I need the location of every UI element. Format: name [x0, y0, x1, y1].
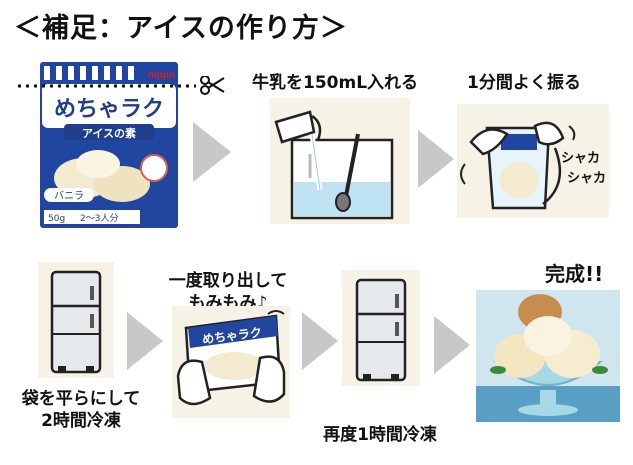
package-name-top: めちゃラク [54, 97, 164, 122]
pour-milk-illustration [270, 98, 410, 224]
knead-bag-illustration: めちゃラク [172, 306, 290, 418]
step-freeze1-line1: 袋を平らにして [21, 389, 141, 409]
package-flavor: バニラ [54, 190, 84, 202]
package-servings: 2〜3人分 [80, 213, 118, 224]
arrow-icon [418, 130, 454, 188]
arrow-icon [434, 316, 470, 374]
step-freeze1-line2: 2時間冷凍 [41, 411, 121, 431]
step-done-label: 完成!! [545, 262, 604, 286]
page-title: ＜補足：アイスの作り方＞ [14, 13, 348, 44]
step-pour-label: 牛乳を150mL入れる [252, 73, 419, 93]
freezer-illustration-2 [342, 270, 420, 386]
package-name-bottom: アイスの素 [82, 126, 136, 140]
package-weight: 50g [48, 214, 65, 224]
cut-line [18, 76, 225, 95]
sound-effect-line2: シャカ [567, 171, 606, 186]
arrow-icon [302, 312, 338, 370]
scissors-icon [200, 76, 225, 95]
shake-bag-illustration: シャカ シャカ [457, 104, 609, 218]
finished-ice-cream-photo [476, 290, 620, 422]
step-shake-label: 1分間よく振る [467, 73, 581, 93]
package-brand: nippn [148, 70, 175, 81]
step-knead-line1: 一度取り出して [168, 271, 288, 291]
freezer-illustration-1 [38, 262, 114, 378]
step-freeze2-label: 再度1時間冷凍 [323, 425, 437, 445]
sound-effect-line1: シャカ [561, 151, 600, 166]
arrow-icon [193, 122, 231, 182]
arrow-icon [127, 312, 163, 370]
product-package-image: nippn めちゃラク アイスの素 バニラ 50g 2〜3人分 [36, 60, 182, 230]
